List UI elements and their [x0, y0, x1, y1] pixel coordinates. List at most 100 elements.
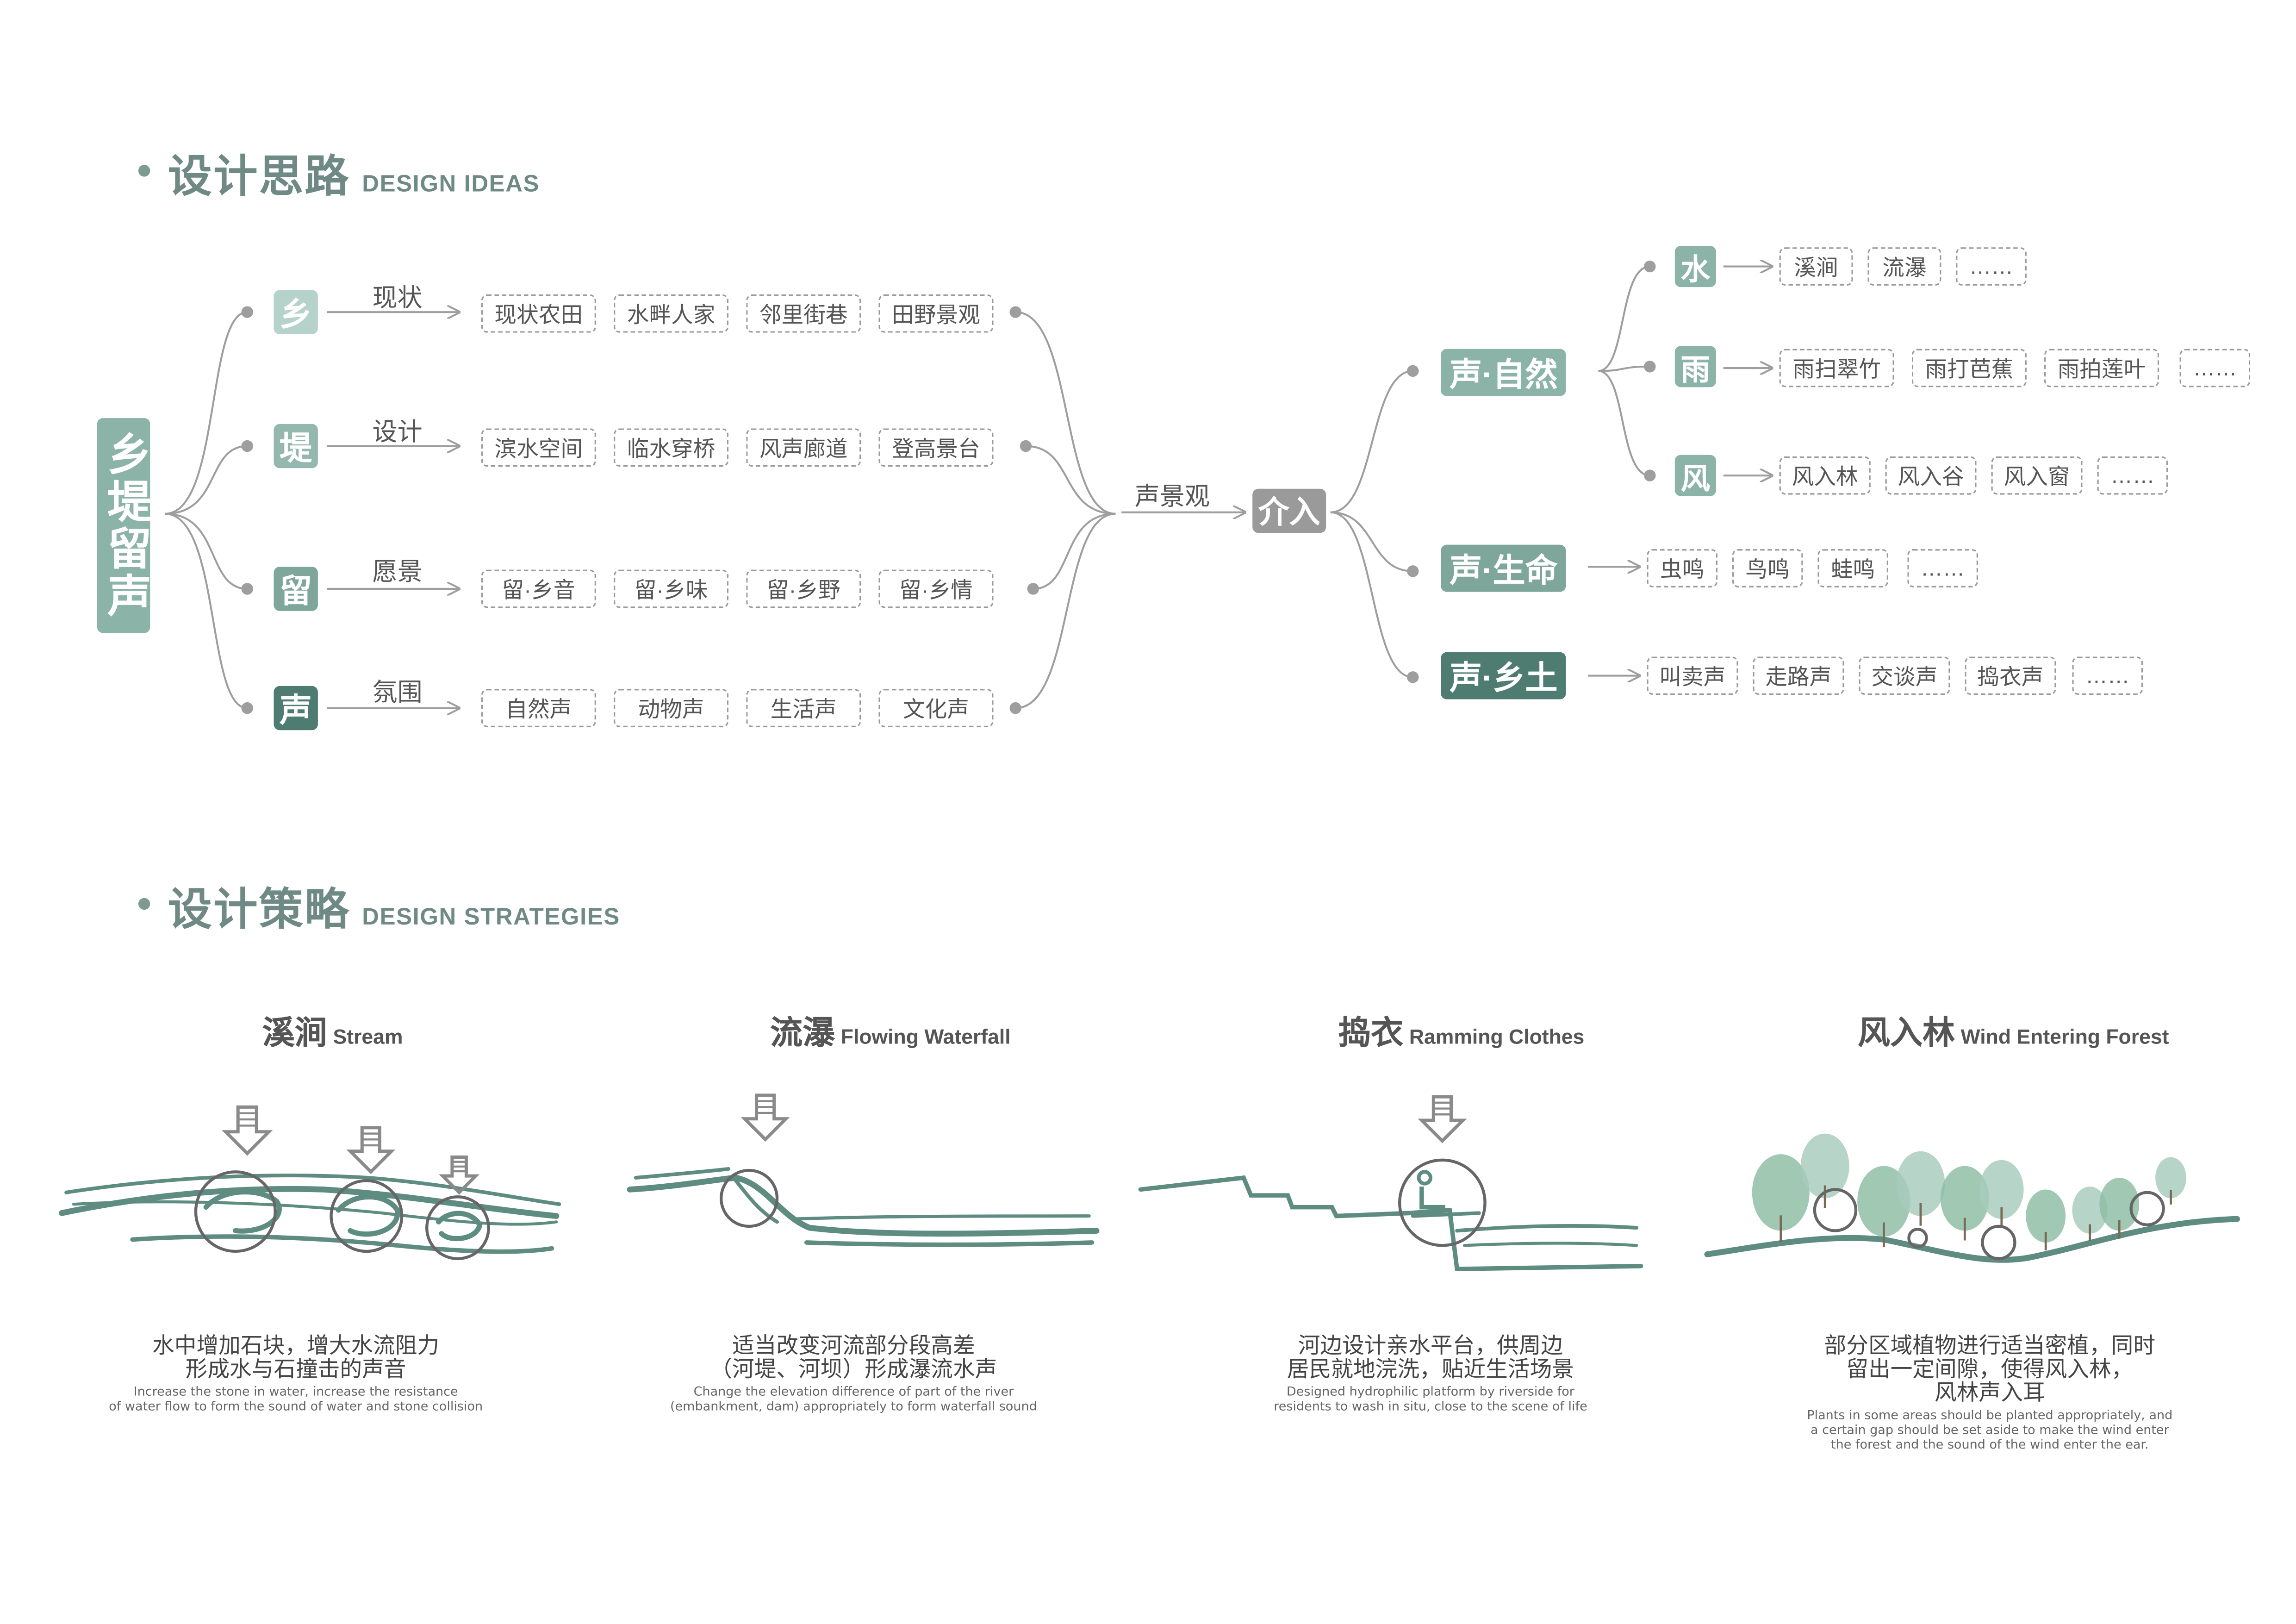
desc-en-line: Increase the stone in water, increase th…	[133, 1385, 458, 1400]
desc-cn-line: 适当改变河流部分段高差	[732, 1334, 975, 1359]
desc-cn-line: 水中增加石块，增大水流阻力	[152, 1334, 440, 1359]
item-box: 自然声	[481, 689, 596, 727]
desc-cn-line: 河边设计亲水平台，供周边	[1298, 1334, 1563, 1359]
item-box: 捣衣声	[1965, 656, 2056, 695]
water-stroke	[72, 1200, 558, 1226]
item-box: 雨扫翠竹	[1779, 349, 1894, 387]
down-arrow-outline	[222, 1105, 273, 1156]
desc-cn-line: 留出一定间隙，使得风入林，	[1846, 1357, 2134, 1383]
item-box: 滨水空间	[481, 428, 596, 467]
tree-icon	[1800, 1133, 1849, 1199]
connector-curve	[1598, 265, 1650, 372]
down-arrow-icon	[1418, 1095, 1467, 1143]
washer-figure-icon	[1419, 1187, 1445, 1210]
focus-circle-icon	[1907, 1228, 1928, 1249]
item-box: ……	[1956, 247, 2027, 286]
water-stroke	[436, 1211, 483, 1242]
item-box: 生活声	[746, 689, 861, 727]
row-label: 氛围	[372, 678, 423, 707]
item-box: 邻里街巷	[746, 294, 861, 333]
water-stroke	[1455, 1224, 1639, 1233]
node-dot	[241, 306, 253, 318]
desc-cn-line: 部分区域植物进行适当密植，同时	[1824, 1334, 2156, 1359]
node-dot	[1644, 260, 1656, 273]
water-stroke	[1704, 1216, 2240, 1263]
item-box: 溪涧	[1779, 247, 1853, 286]
down-arrow-outline	[346, 1126, 396, 1174]
item-box: 登高景台	[878, 428, 994, 467]
tree-icon	[1979, 1160, 2024, 1219]
strategy-desc-waterfall: 适当改变河流部分段高差 （河堤、河坝）形成瀑流水声 Change the ele…	[604, 1335, 1104, 1415]
connector-curve	[165, 445, 248, 515]
washer-figure-head	[1417, 1170, 1432, 1186]
strategy-desc-wind-forest: 部分区域植物进行适当密植，同时 留出一定间隙，使得风入林， 风林声入耳 Plan…	[1710, 1335, 2269, 1453]
section-bullet	[138, 165, 150, 177]
item-box: 文化声	[878, 689, 994, 727]
item-box: 风入窗	[1991, 456, 2083, 495]
desc-en-line: Plants in some areas should be planted a…	[1807, 1409, 2173, 1424]
node-dot	[1407, 365, 1419, 377]
water-stroke	[203, 1189, 282, 1234]
item-box: 交谈声	[1859, 656, 1950, 695]
strategy-desc-stream: 水中增加石块，增大水流阻力 形成水与石撞击的声音 Increase the st…	[46, 1335, 546, 1415]
life-tag: 声·生命	[1441, 544, 1567, 592]
connector-curve	[165, 512, 248, 709]
down-arrow-icon	[346, 1126, 396, 1174]
node-dot	[241, 583, 253, 595]
water-stroke	[634, 1167, 731, 1180]
item-box: ……	[2179, 349, 2251, 387]
down-arrow-outline	[740, 1093, 790, 1142]
node-dot	[1644, 361, 1656, 373]
down-arrow-outline	[439, 1155, 480, 1195]
tree-icon	[1752, 1154, 1810, 1231]
connector-curve	[1598, 370, 1650, 477]
item-box: 临水穿桥	[614, 428, 729, 467]
desc-en-line: a certain gap should be set aside to mak…	[1810, 1424, 2169, 1438]
item-box: ……	[1907, 549, 1978, 587]
connector-curve	[1330, 370, 1413, 513]
focus-circle-icon	[425, 1195, 490, 1261]
nature-sub-tag: 雨	[1674, 346, 1716, 387]
focus-circle-icon	[1398, 1158, 1487, 1247]
strategy-desc-ramming-clothes: 河边设计亲水平台，供周边 居民就地浣洗，贴近生活场景 Designed hydr…	[1180, 1335, 1680, 1415]
item-box: ……	[2072, 656, 2143, 695]
water-stroke	[1411, 1211, 1481, 1218]
tree-icon	[2155, 1157, 2186, 1199]
item-box: 走路声	[1753, 656, 1844, 695]
focus-circle-icon	[2129, 1191, 2165, 1226]
hub-tag: 介入	[1252, 488, 1326, 533]
item-box: 现状农田	[481, 294, 596, 333]
desc-cn-line: 居民就地浣洗，贴近生活场景	[1287, 1357, 1574, 1383]
connector-curve	[165, 512, 248, 590]
node-dot	[241, 440, 253, 452]
focus-circle-icon	[194, 1170, 277, 1253]
desc-en-line: Change the elevation difference of part …	[693, 1385, 1014, 1400]
item-box: 叫卖声	[1647, 656, 1738, 695]
node-dot	[1407, 565, 1419, 577]
desc-en-line: Designed hydrophilic platform by riversi…	[1286, 1385, 1574, 1400]
desc-cn-line: 形成水与石撞击的声音	[185, 1357, 406, 1383]
item-box: 风声廊道	[746, 428, 861, 467]
focus-circle-icon	[330, 1179, 404, 1253]
item-box: 留·乡野	[746, 569, 861, 608]
down-arrow-outline	[1418, 1095, 1467, 1143]
nature-sub-tag: 风	[1674, 455, 1716, 496]
connector-curve	[1015, 311, 1116, 515]
link-label: 声景观	[1134, 483, 1210, 511]
desc-cn-line: （河堤、河坝）形成瀑流水声	[710, 1357, 997, 1383]
focus-circle-icon	[1813, 1188, 1858, 1232]
water-stroke	[627, 1174, 1100, 1237]
node-dot	[1644, 469, 1656, 481]
connector-curve	[1033, 512, 1116, 590]
section-bullet	[138, 898, 150, 910]
item-box: 虫鸣	[1647, 549, 1718, 587]
desc-en-line: (embankment, dam) appropriately to form …	[670, 1400, 1037, 1415]
category-tag-xiang: 乡	[274, 290, 318, 334]
water-stroke	[1462, 1242, 1638, 1247]
connector-curve	[165, 311, 248, 515]
